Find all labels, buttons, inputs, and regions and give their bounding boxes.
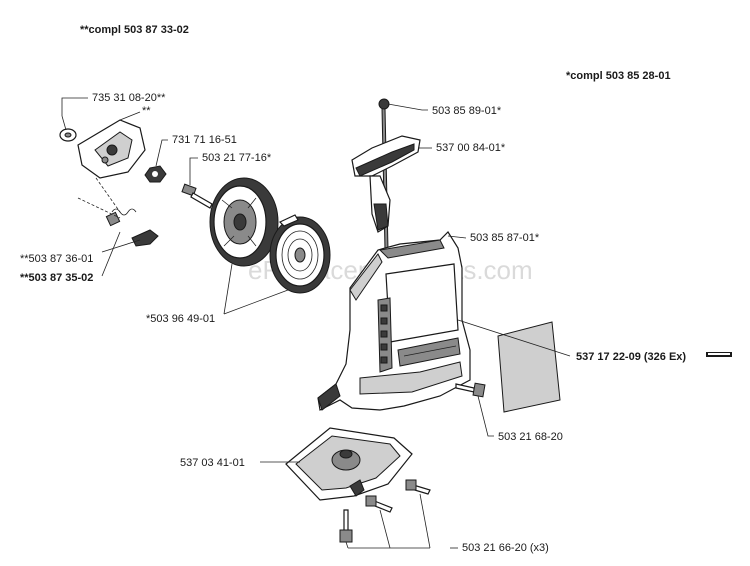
- label-537-00-84-01: 537 00 84-01*: [436, 142, 506, 154]
- pawl-carrier-part: [77, 119, 146, 179]
- decal-part: [497, 321, 561, 413]
- label-503-21-77-16: 503 21 77-16*: [202, 152, 272, 164]
- starter-housing-part: [317, 231, 471, 411]
- washer-part: [59, 128, 77, 142]
- starter-handle-part: [351, 135, 421, 233]
- label-star2: **: [142, 105, 151, 117]
- screw-2-part: [365, 495, 393, 513]
- label-731-71-16-51: 731 71 16-51: [172, 134, 237, 146]
- spring-part: [105, 208, 137, 227]
- recoil-spring-part: [269, 214, 331, 294]
- screw-3-part: [405, 479, 431, 495]
- label-503-21-68-20: 503 21 68-20: [498, 431, 563, 443]
- label-503-21-66-20: 503 21 66-20 (x3): [462, 542, 549, 554]
- brand-logo-icon: [706, 352, 732, 357]
- pawl-part: [131, 229, 159, 247]
- label-735-31-08-20: 735 31 08-20**: [92, 92, 166, 104]
- label-503-96-49-01: *503 96 49-01: [146, 313, 215, 325]
- bolt-5032168-part: [455, 382, 486, 398]
- label-503-85-89-01: 503 85 89-01*: [432, 105, 502, 117]
- bolt-50321-part: [181, 183, 213, 209]
- label-compl-50387: **compl 503 87 33-02: [80, 24, 189, 36]
- nut-part: [144, 165, 167, 183]
- label-503-87-36-01: **503 87 36-01: [20, 253, 93, 265]
- label-537-17-22-09: 537 17 22-09 (326 Ex): [576, 351, 686, 363]
- rope-pulley-part: [209, 177, 279, 267]
- label-compl-50385: *compl 503 85 28-01: [566, 70, 671, 82]
- label-503-87-35-02: **503 87 35-02: [20, 272, 93, 284]
- label-537-03-41-01: 537 03 41-01: [180, 457, 245, 469]
- label-503-85-87-01: 503 85 87-01*: [470, 232, 540, 244]
- screw-1-part: [339, 509, 353, 543]
- base-plate-part: [285, 427, 413, 501]
